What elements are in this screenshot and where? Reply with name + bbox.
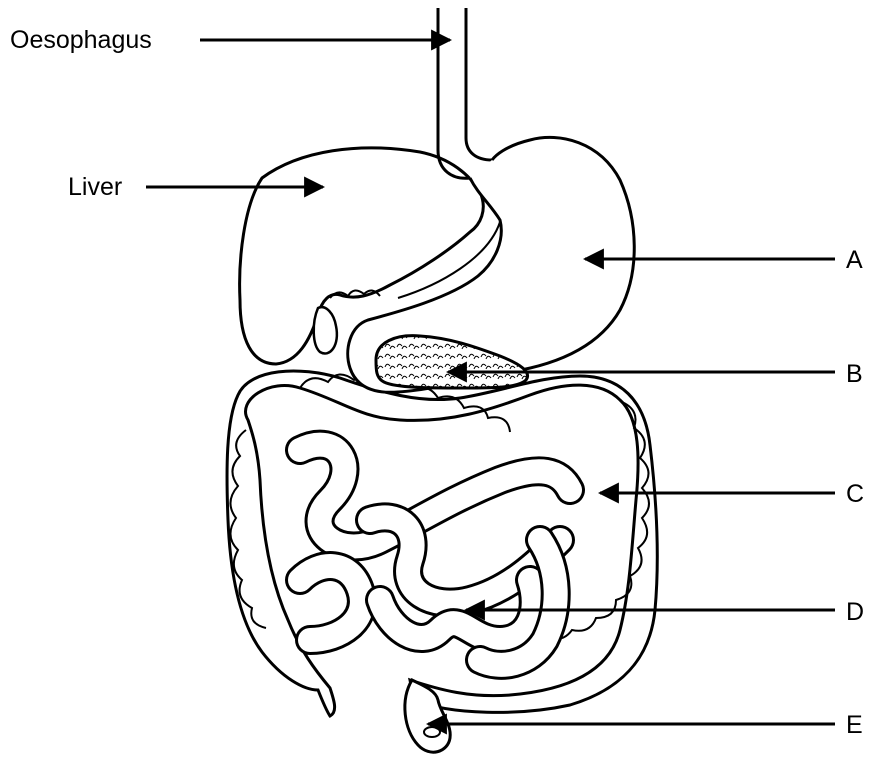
label-b: B — [846, 362, 863, 387]
label-oesophagus: Oesophagus — [10, 28, 152, 53]
gallbladder — [314, 307, 337, 353]
label-a: A — [846, 248, 863, 273]
label-e: E — [846, 713, 863, 738]
label-liver: Liver — [68, 175, 122, 200]
label-c: C — [846, 482, 864, 507]
large-intestine — [227, 371, 657, 716]
label-d: D — [846, 600, 864, 625]
small-intestine — [300, 445, 570, 665]
oesophagus — [438, 8, 492, 178]
